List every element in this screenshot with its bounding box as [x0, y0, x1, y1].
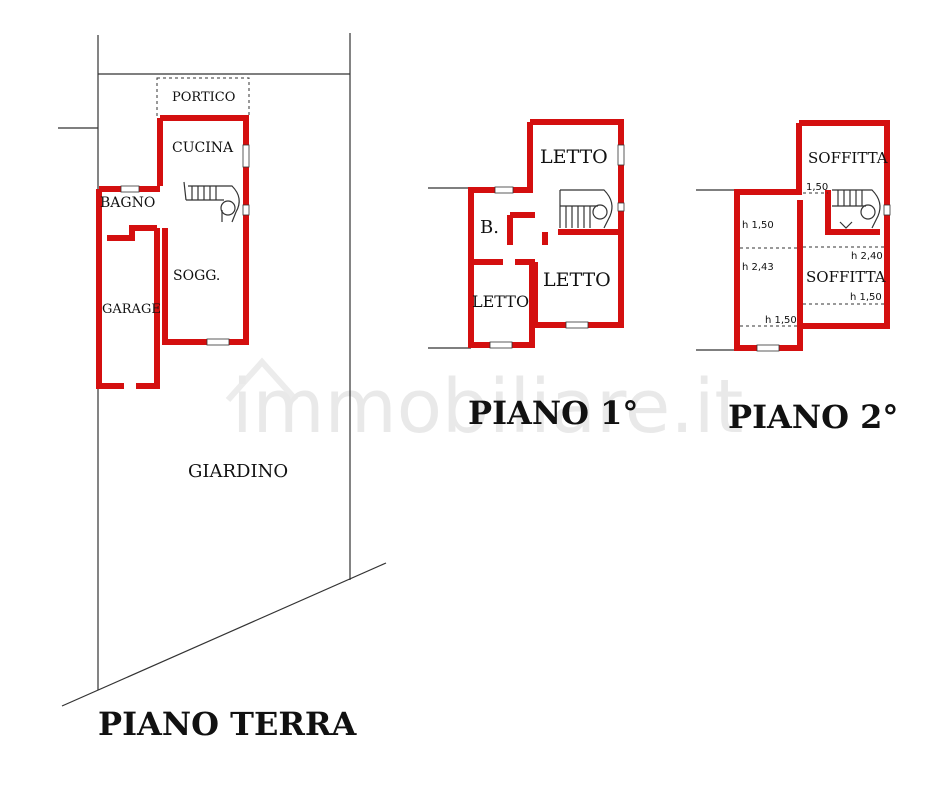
stairs-ground [183, 181, 240, 223]
height-label-h150-right: h 1,50 [850, 292, 882, 303]
height-label-h150-bottom: h 1,50 [765, 315, 797, 326]
watermark: immobiliare.it [225, 357, 743, 450]
ground-floor-title: PIANO TERRA [98, 705, 358, 743]
room-label-garage: GARAGE [102, 302, 161, 317]
dimension-label-150: 1,50 [806, 182, 828, 193]
ground-floor-plan: PORTICO CUCINA BAGNO SOGG. GARAGE GIARDI… [58, 33, 387, 743]
stairs-first [559, 189, 613, 229]
first-floor-plan: LETTO B. LETTO LETTO PIANO 1° [428, 119, 638, 432]
stairs-second [832, 189, 881, 229]
second-floor-plan: SOFFITTA SOFFITTA h 1,50 h 2,43 h 1,50 h… [696, 120, 898, 436]
first-floor-title: PIANO 1° [468, 394, 638, 432]
watermark-text: immobiliare.it [232, 364, 743, 450]
height-label-h240: h 2,40 [851, 251, 883, 262]
height-label-h150-top: h 1,50 [742, 220, 774, 231]
room-label-letto-left: LETTO [472, 292, 529, 311]
room-label-letto-right: LETTO [543, 269, 611, 291]
room-label-soffitta-bottom: SOFFITTA [806, 268, 886, 286]
second-floor-title: PIANO 2° [728, 398, 898, 436]
room-label-soggiorno: SOGG. [173, 268, 220, 284]
height-label-h243: h 2,43 [742, 262, 774, 273]
room-label-cucina: CUCINA [172, 140, 234, 156]
room-label-letto-top: LETTO [540, 146, 608, 168]
room-label-bagno-first: B. [480, 217, 499, 238]
room-label-giardino: GIARDINO [188, 461, 288, 482]
room-label-soffitta-top: SOFFITTA [808, 149, 888, 167]
room-label-bagno: BAGNO [100, 195, 155, 211]
room-label-portico: PORTICO [172, 90, 235, 105]
